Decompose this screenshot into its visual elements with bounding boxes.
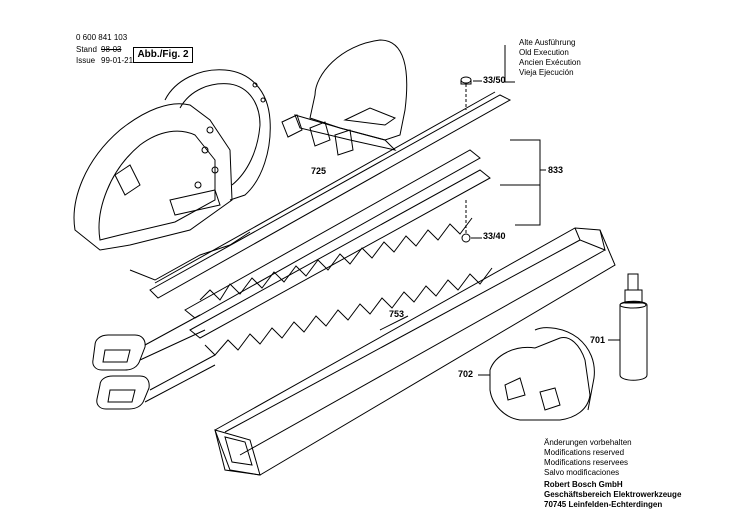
callout-702: 702 — [458, 369, 474, 379]
issue-label: Issue — [76, 56, 96, 65]
footer-line-3: Modifications reservees — [544, 458, 629, 467]
issue-date: 99-01-21 — [101, 56, 134, 65]
blade-cover-753-drawing — [214, 227, 616, 476]
blade-833-drawing — [92, 149, 493, 410]
gloves-702-drawing — [478, 327, 595, 421]
footer-division: Geschäftsbereich Elektrowerkzeuge — [544, 490, 682, 499]
callout-725: 725 — [311, 166, 327, 176]
legend-bracket — [504, 45, 515, 83]
oil-bottle-701-drawing — [608, 273, 648, 381]
legend-line-2: Old Execution — [519, 48, 569, 57]
housing-drawing — [73, 69, 271, 281]
footer-address: 70745 Leinfelden-Echterdingen — [544, 500, 663, 509]
stand-old-date: 98-03 — [101, 45, 122, 54]
bracket-833 — [510, 139, 541, 226]
footer-line-4: Salvo modificaciones — [544, 468, 620, 477]
footer-line-2: Modifications reserved — [544, 448, 625, 457]
figure-badge: Abb./Fig. 2 — [133, 47, 193, 63]
legend-line-1: Alte Ausführung — [519, 38, 576, 47]
part-number: 0 600 841 103 — [76, 33, 128, 42]
callout-701: 701 — [590, 335, 606, 345]
callout-33-50: 33/50 — [483, 75, 506, 85]
legend-line-4: Vieja Ejecución — [519, 68, 574, 77]
footer-line-1: Änderungen vorbehalten — [544, 438, 632, 447]
callout-833: 833 — [548, 165, 564, 175]
callout-33-40: 33/40 — [483, 231, 506, 241]
screw-3340-drawing — [461, 200, 482, 243]
legend-line-3: Ancien Exécution — [519, 58, 581, 67]
hand-guard-725-drawing — [281, 39, 408, 156]
stand-label: Stand — [76, 45, 97, 54]
top-rail-drawing — [149, 91, 512, 299]
callout-753: 753 — [389, 309, 405, 319]
footer-company: Robert Bosch GmbH — [544, 480, 623, 489]
nut-3350-drawing — [460, 76, 482, 110]
